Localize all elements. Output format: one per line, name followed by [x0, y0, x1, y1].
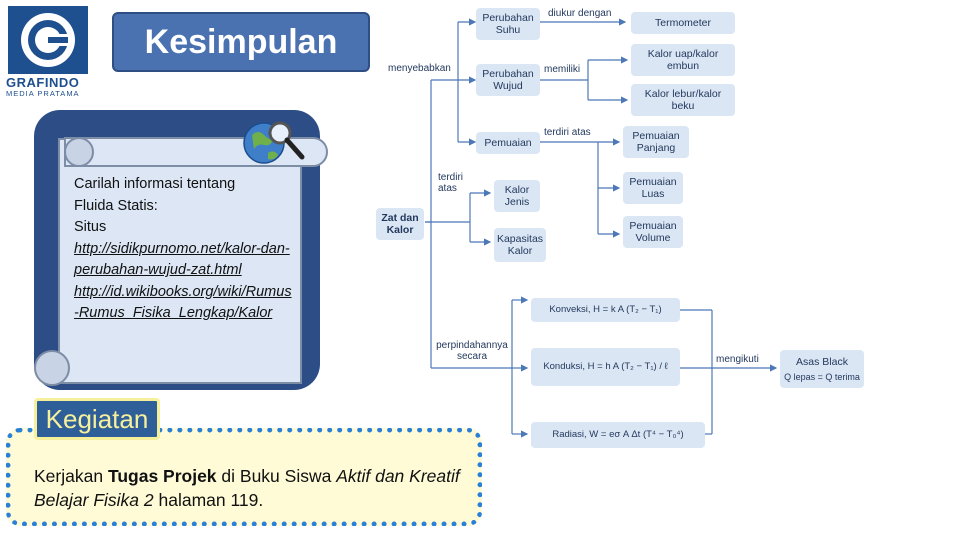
scroll-card [58, 138, 302, 384]
node-konveksi: Konveksi, H = k A (T₂ − T₁) [531, 298, 680, 322]
node-kalor-uap: Kalor uap/kalor embun [631, 44, 735, 76]
kegiatan-text-post: halaman 119. [153, 490, 264, 510]
link-wikibooks[interactable]: http://id.wikibooks.org/wiki/Rumus-Rumus… [74, 283, 292, 322]
kegiatan-text-bold: Tugas Projek [107, 466, 217, 486]
globe-search-icon [243, 121, 305, 164]
kegiatan-text: Kerjakan Tugas Projek di Buku Siswa Akti… [34, 464, 474, 512]
node-konduksi: Konduksi, H = h A (T₂ − T₁) / ℓ [531, 348, 680, 386]
label-perpindahan: perpindahannya secara [436, 340, 508, 362]
grafindo-logo-icon [8, 6, 88, 74]
scroll-line-1: Carilah informasi tentang [74, 176, 236, 192]
node-radiasi: Radiasi, W = eσ A Δt (T⁴ − T₀⁴) [531, 422, 705, 448]
scroll-line-2: Fluida Statis: [74, 197, 158, 214]
node-perubahan-wujud: Perubahan Wujud [476, 64, 540, 96]
slide-title: Kesimpulan [112, 12, 370, 72]
kegiatan-text-pre: Kerjakan [34, 466, 108, 486]
scroll-curl-bottom [34, 350, 70, 386]
node-zat-dan-kalor: Zat dan Kalor [376, 208, 424, 240]
node-termometer: Termometer [631, 12, 735, 34]
logo-name: GRAFINDO [6, 75, 80, 90]
scroll-curl-top [64, 137, 94, 167]
scroll-text: Carilah informasi tentang Fluida Statis:… [74, 174, 296, 325]
logo-subtitle: MEDIA PRATAMA [6, 89, 80, 98]
link-sidikpurnomo[interactable]: http://sidikpurnomo.net/kalor-dan-peruba… [74, 240, 290, 279]
node-pemuaian-luas: Pemuaian Luas [623, 172, 683, 204]
kegiatan-text-italic: Aktif dan Kreatif Belajar Fisika 2 [34, 466, 460, 510]
node-perubahan-suhu: Perubahan Suhu [476, 8, 540, 40]
asas-black-equation: Q lepas = Q terima [784, 371, 860, 382]
kegiatan-text-mid: di Buku Siswa [216, 466, 337, 486]
node-pemuaian-panjang: Pemuaian Panjang [623, 126, 689, 158]
node-asas-black: Asas Black Q lepas = Q terima [780, 350, 864, 388]
label-diukur-dengan: diukur dengan [548, 8, 612, 19]
kegiatan-box [6, 428, 482, 526]
node-pemuaian-volume: Pemuaian Volume [623, 216, 683, 248]
kegiatan-label: Kegiatan [34, 398, 160, 440]
grafindo-logo: GRAFINDO MEDIA PRATAMA [4, 4, 92, 100]
label-menyebabkan: menyebabkan [388, 63, 451, 74]
label-terdiri-atas-kalor: terdiri atas [438, 172, 464, 194]
scroll-line-3: Situs [74, 219, 107, 235]
label-terdiri-atas-pemuaian: terdiri atas [544, 127, 591, 138]
node-pemuaian: Pemuaian [476, 132, 540, 154]
node-kapasitas-kalor: Kapasitas Kalor [494, 228, 546, 262]
label-memiliki: memiliki [544, 64, 581, 75]
label-mengikuti: mengikuti [716, 354, 759, 365]
asas-black-title: Asas Black [796, 355, 848, 368]
node-kalor-jenis: Kalor Jenis [494, 180, 540, 212]
node-kalor-lebur: Kalor lebur/kalor beku [631, 84, 735, 116]
